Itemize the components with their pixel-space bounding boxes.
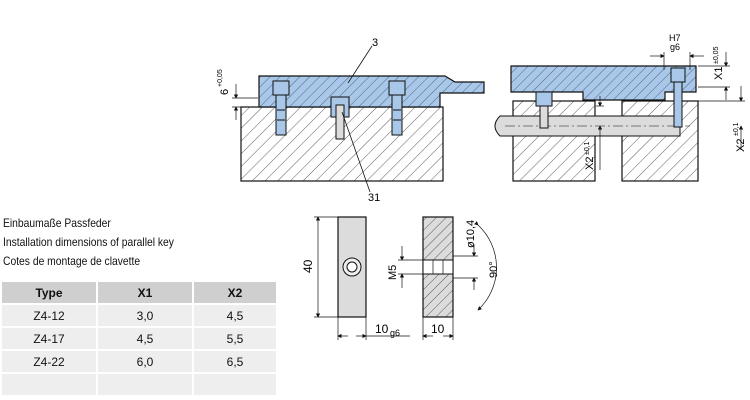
title-line-de: Einbaumaße Passfeder xyxy=(3,216,111,230)
clamp-plate-left xyxy=(258,75,485,108)
left-section-view: 3 31 6 +0,05 xyxy=(217,37,485,204)
cell-type: Z4-22 xyxy=(2,351,96,374)
table-row: Z4-17 4,5 5,5 xyxy=(2,328,276,351)
screw-right xyxy=(388,80,406,136)
title-block: Einbaumaße Passfeder Installation dimens… xyxy=(3,214,174,271)
dim-g6: g6 xyxy=(670,42,680,52)
dim-angle: 90° xyxy=(488,261,500,278)
base-block-right-a xyxy=(512,100,596,182)
dim-10g6-value: 10 xyxy=(375,322,389,336)
screw-right-view xyxy=(670,67,686,128)
dim-x2-middle-tolerance: ±0,1 xyxy=(584,141,591,155)
right-section-view: H7 g6 X1 ±0,05 X2 ±0,1 X2 ±0,1 xyxy=(494,33,747,182)
cell-x2: 6,5 xyxy=(192,351,276,374)
cell-x2: 5,5 xyxy=(192,328,276,351)
table-header-row: Type X1 X2 xyxy=(2,282,276,305)
screw-left xyxy=(272,80,290,136)
cell-x2: 4,5 xyxy=(192,305,276,328)
cell-type: Z4-12 xyxy=(2,305,96,328)
key-right-view xyxy=(535,91,553,129)
header-x1: X1 xyxy=(96,282,192,305)
dim-x2-right: X2 xyxy=(735,139,747,152)
part-label-3: 3 xyxy=(372,37,378,49)
dim-h7: H7 xyxy=(669,33,681,43)
cell-x1: 3,0 xyxy=(96,305,192,328)
clamp-plate-right xyxy=(510,65,697,101)
cell-type: Z4-17 xyxy=(2,328,96,351)
cell-x1: 4,5 xyxy=(96,328,192,351)
empty-cell xyxy=(2,374,96,397)
dim-6: 6 xyxy=(219,89,231,95)
dim-x1: X1 xyxy=(713,67,725,80)
table-row: Z4-22 6,0 6,5 xyxy=(2,351,276,374)
table-row: Z4-12 3,0 4,5 xyxy=(2,305,276,328)
key-hole-inner xyxy=(346,261,358,273)
empty-cell xyxy=(192,374,276,397)
dim-x2-right-tolerance: ±0,1 xyxy=(733,122,740,136)
cell-x1: 6,0 xyxy=(96,351,192,374)
title-line-fr: Cotes de montage de clavette xyxy=(3,254,141,268)
empty-cell xyxy=(96,374,192,397)
dim-10g6-fit: g6 xyxy=(390,328,400,338)
installation-dimensions-table: Type X1 X2 Z4-12 3,0 4,5 Z4-17 4,5 5,5 Z… xyxy=(2,282,276,397)
dim-10: 10 xyxy=(431,322,445,336)
dim-x2-middle: X2 xyxy=(584,157,596,170)
part-label-31: 31 xyxy=(368,192,380,204)
dim-diameter: ø10,4 xyxy=(465,220,477,248)
key-front-view: 40 10 g6 xyxy=(301,216,410,340)
parallel-key-left xyxy=(330,96,350,140)
header-type: Type xyxy=(2,282,96,305)
key-side-view: M5 ø10,4 90° 10 xyxy=(387,216,500,340)
dim-m5: M5 xyxy=(387,265,399,280)
key-thread-hole xyxy=(422,259,454,275)
title-line-en: Installation dimensions of parallel key xyxy=(3,235,174,249)
header-x2: X2 xyxy=(192,282,276,305)
dim-6-tolerance: +0,05 xyxy=(217,69,224,87)
base-block-right-b xyxy=(621,100,699,182)
dim-x1-tolerance: ±0,05 xyxy=(713,46,720,64)
dim-40: 40 xyxy=(301,259,315,273)
table-row-empty xyxy=(2,374,276,397)
